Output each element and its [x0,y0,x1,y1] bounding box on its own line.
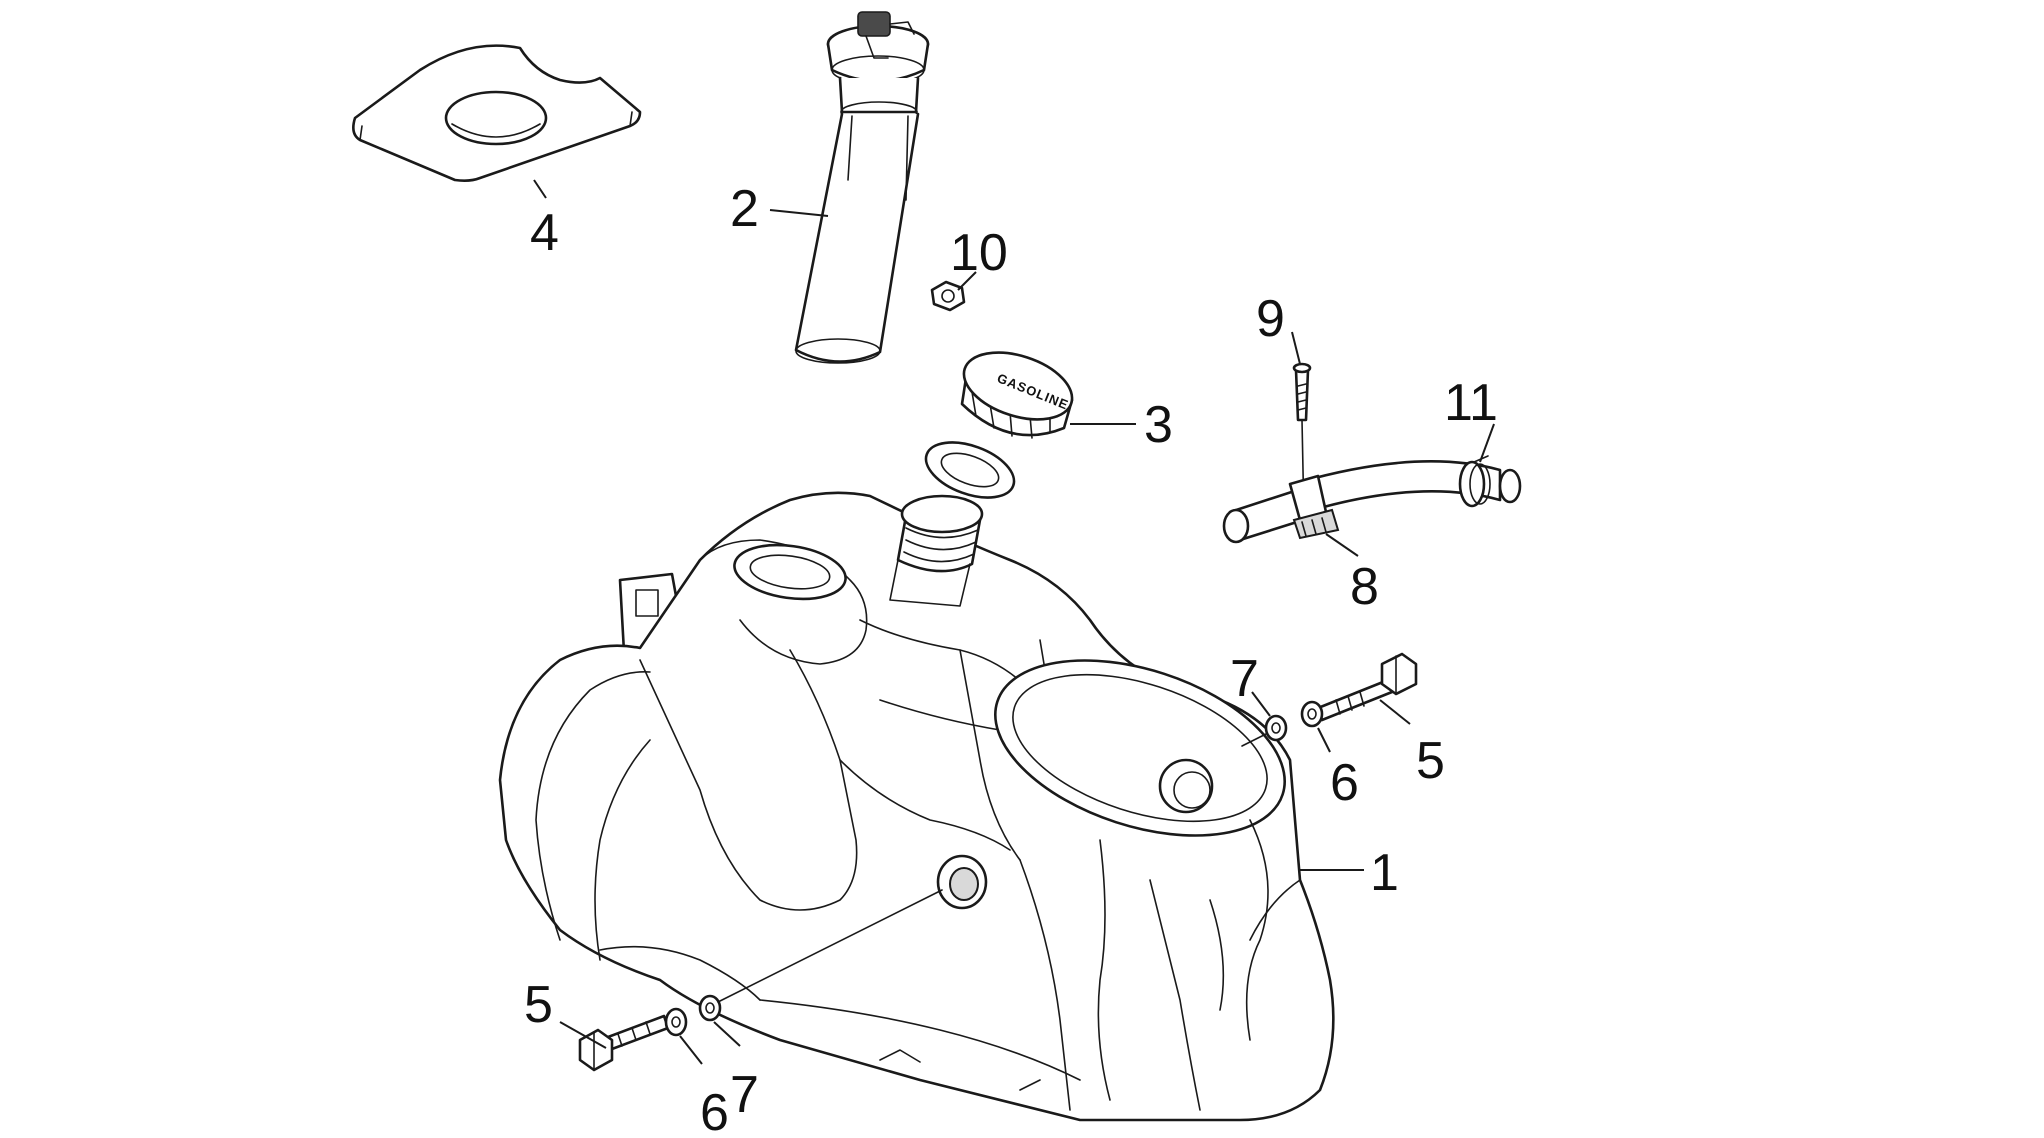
callout-7-right: 7 [1230,650,1259,708]
leader-lines [533,179,1495,1065]
callout-9: 9 [1256,290,1285,348]
part-8-hose-clip-and-hose [1222,460,1522,544]
part-5-bolt-left [578,1014,670,1072]
callout-labels: 1 2 3 4 5 5 6 6 7 7 8 9 10 11 [524,180,1498,1138]
part-2-fuel-level-sender [794,11,930,364]
part-6-washer-left [664,1007,688,1037]
callout-1: 1 [1370,844,1399,902]
part-10-nut [930,280,966,312]
part-3-fuel-cap: GASOLINE [924,351,1074,499]
callout-2: 2 [730,180,759,238]
callout-6-left: 6 [700,1084,729,1138]
callout-4: 4 [530,204,559,262]
part-6-washer-right [1300,700,1324,728]
part-7-spacer-left [698,889,943,1022]
callout-6-right: 6 [1330,754,1359,812]
part-7-spacer-right [1241,714,1288,747]
part-4-gasket-plate [352,44,642,182]
part-11-hose-clamp [1458,455,1491,508]
callout-3: 3 [1144,396,1173,454]
part-5-bolt-right [1316,652,1418,722]
callout-11: 11 [1444,374,1498,432]
callout-7-left: 7 [730,1066,759,1124]
callout-5-left: 5 [524,976,553,1034]
callout-8: 8 [1350,558,1379,616]
part-1-fuel-tank [498,491,1335,1122]
callout-5-right: 5 [1416,732,1445,790]
callout-10: 10 [950,224,1008,282]
